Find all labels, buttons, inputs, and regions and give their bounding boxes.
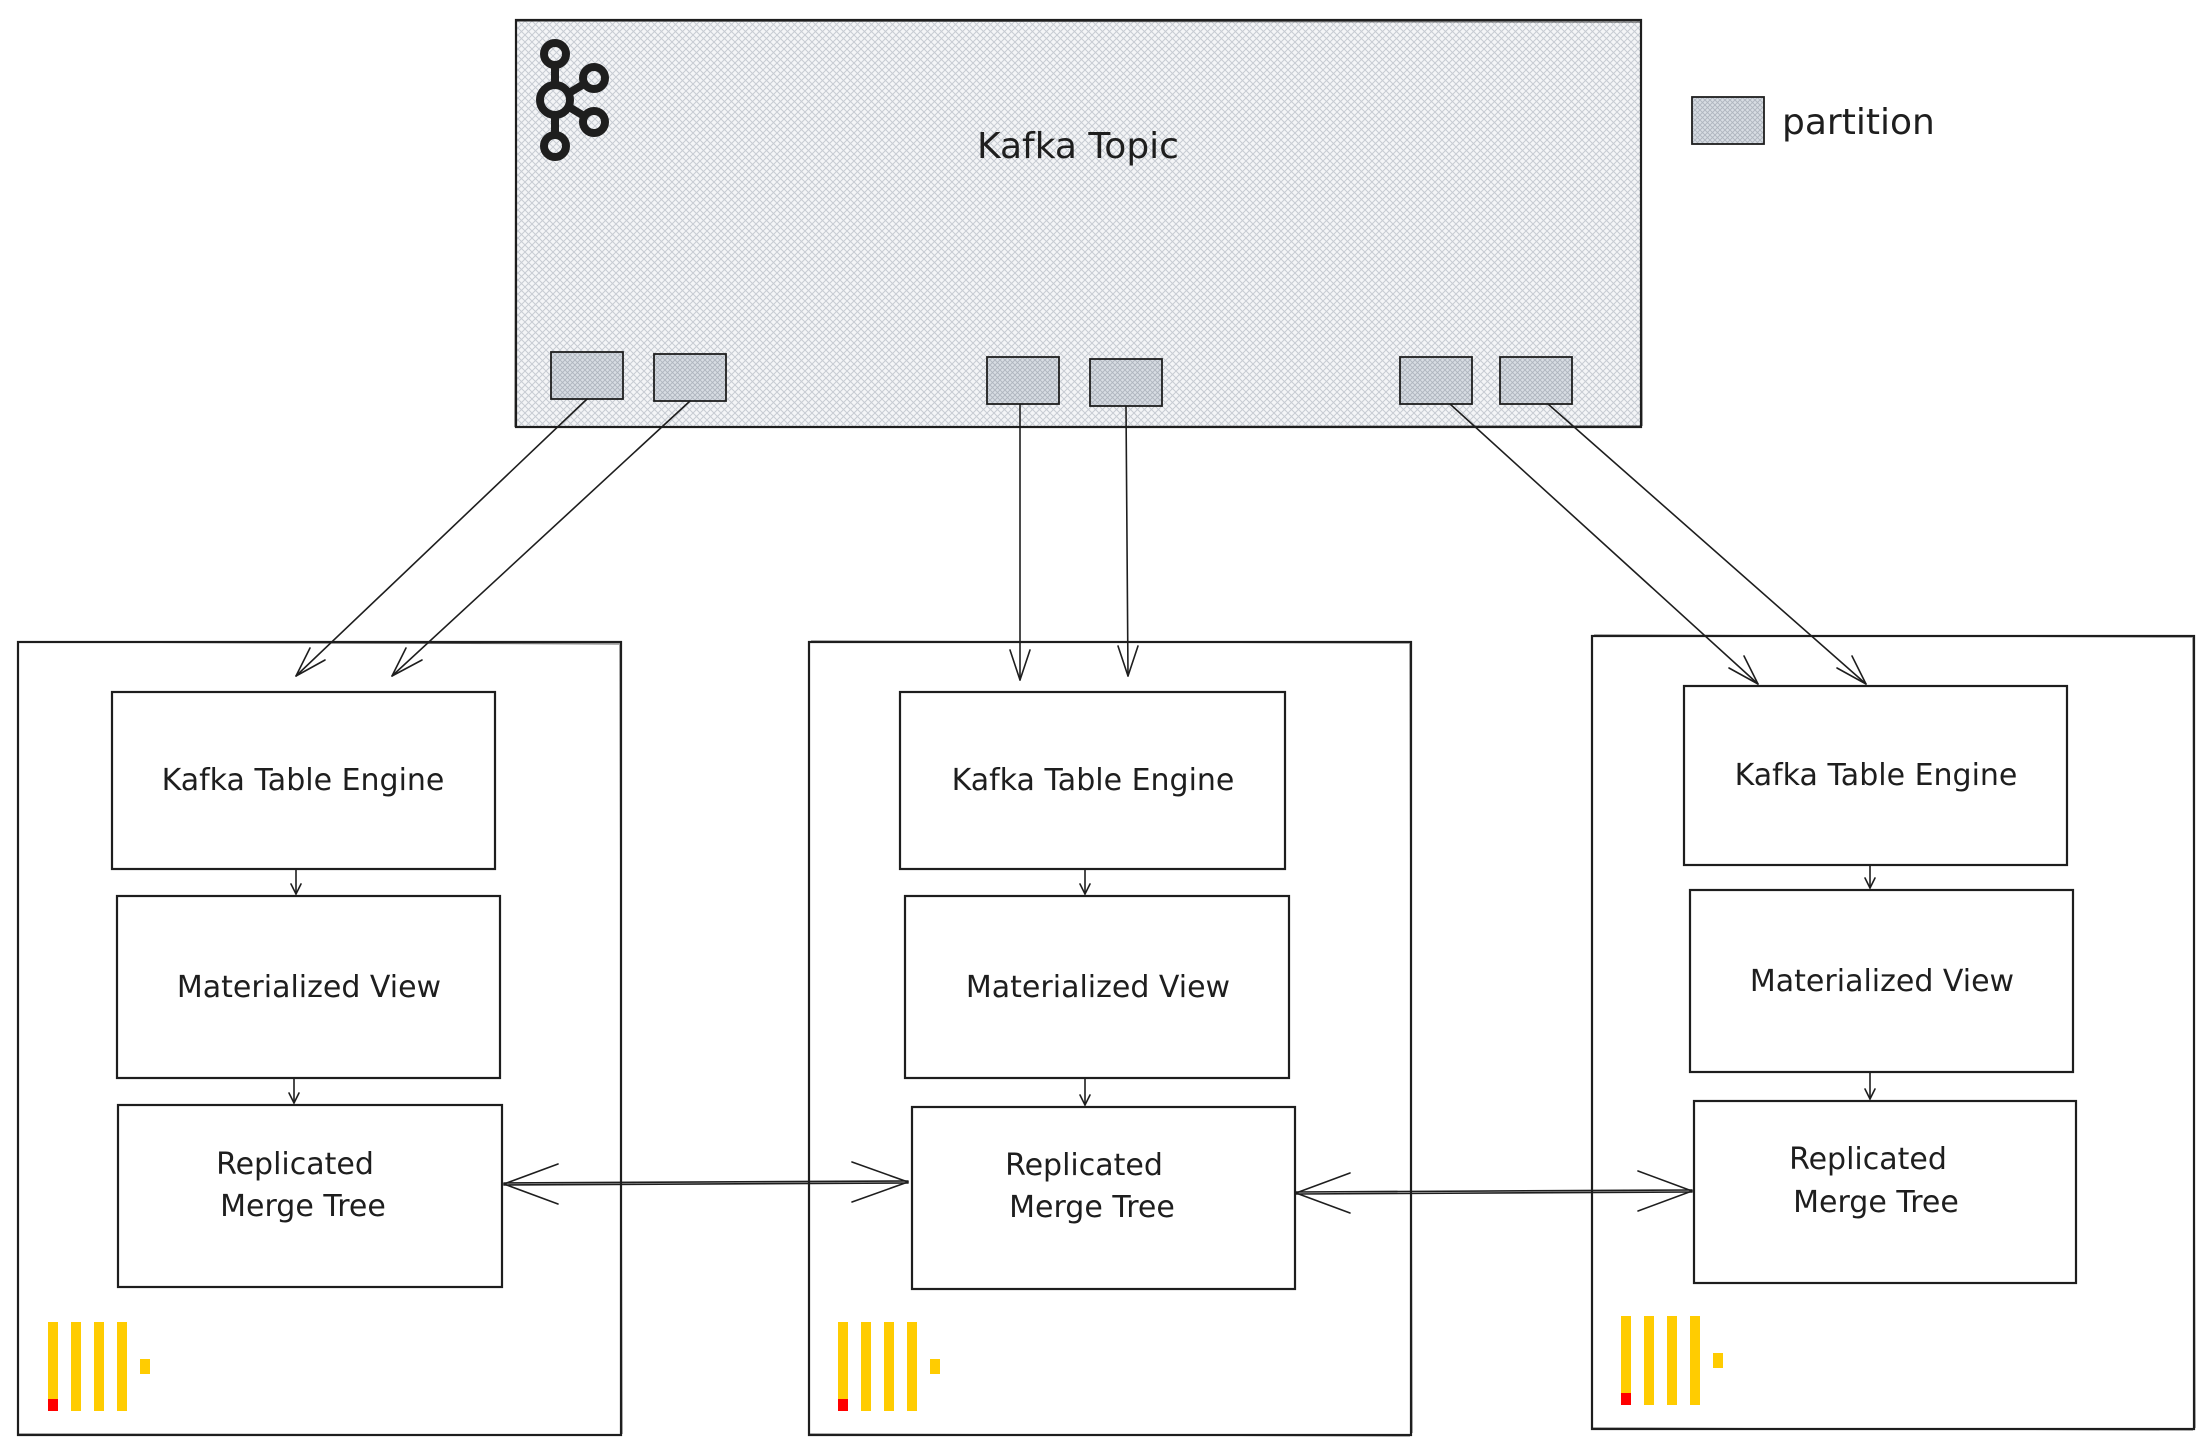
- kafka-logo-icon: [536, 39, 609, 161]
- node-2-replicated-merge-tree: [910, 1105, 1297, 1291]
- arrow-node-3-engine-to-view: [1864, 864, 1876, 889]
- arrow-replication-node-1-node-2: [503, 1161, 909, 1205]
- node-1-materialized-view-label: Materialized View: [177, 970, 441, 1005]
- node-2-materialized-view: [903, 894, 1291, 1080]
- node-2-kafka-table-engine-label: Kafka Table Engine: [952, 763, 1235, 798]
- partition-4: [1089, 358, 1163, 407]
- clickhouse-logo-icon: [48, 1322, 150, 1411]
- legend: partition: [1691, 96, 1935, 145]
- legend-partition-swatch: [1691, 96, 1765, 145]
- clickhouse-node-3: Kafka Table Engine Materialized View Rep…: [1590, 634, 2196, 1431]
- arrow-partition-3-to-node-2: [1009, 403, 1031, 681]
- arrow-partition-4-to-node-2: [1117, 405, 1139, 677]
- arrow-partition-2-to-node-1: [391, 400, 691, 677]
- partitions: [550, 351, 1573, 407]
- arrow-replication-node-2-node-3: [1295, 1170, 1693, 1214]
- node-3-rmt-line2: Merge Tree: [1793, 1185, 1959, 1220]
- kafka-topic: Kafka Topic: [514, 18, 1643, 429]
- connectors: [288, 398, 1876, 1214]
- node-3-materialized-view: [1688, 888, 2075, 1074]
- partition-5: [1399, 356, 1473, 405]
- node-1-replicated-merge-tree: [116, 1103, 504, 1289]
- arrow-node-2-engine-to-view: [1079, 868, 1091, 895]
- clickhouse-logo-icon: [838, 1322, 940, 1411]
- node-3-replicated-merge-tree: [1692, 1099, 2078, 1285]
- node-3-kafka-table-engine-label: Kafka Table Engine: [1735, 758, 2018, 793]
- arrow-node-1-engine-to-view: [290, 868, 302, 895]
- node-1-kafka-table-engine: [110, 690, 497, 871]
- clickhouse-node-2: Kafka Table Engine Materialized View Rep…: [807, 640, 1413, 1437]
- arrow-partition-6-to-node-3: [1547, 403, 1867, 685]
- node-1-rmt-line2: Merge Tree: [220, 1189, 386, 1224]
- node-1-rmt-line1: Replicated: [216, 1147, 374, 1182]
- partition-1: [550, 351, 624, 400]
- node-1-materialized-view: [115, 894, 502, 1080]
- arrow-partition-1-to-node-1: [295, 398, 588, 677]
- node-1-kafka-table-engine-label: Kafka Table Engine: [162, 763, 445, 798]
- kafka-topic-title: Kafka Topic: [977, 126, 1179, 167]
- node-3-materialized-view-label: Materialized View: [1750, 964, 2014, 999]
- clickhouse-logo-icon: [1621, 1316, 1723, 1405]
- partition-3: [986, 356, 1060, 405]
- clickhouse-node-1: Kafka Table Engine Materialized View Rep…: [16, 640, 623, 1437]
- node-2-materialized-view-label: Materialized View: [966, 970, 1230, 1005]
- node-2-rmt-line1: Replicated: [1005, 1148, 1163, 1183]
- arrow-node-3-view-to-rmt: [1864, 1071, 1876, 1100]
- arrow-node-1-view-to-rmt: [288, 1077, 300, 1104]
- node-2-kafka-table-engine: [898, 690, 1287, 871]
- partition-6: [1499, 356, 1573, 405]
- node-3-kafka-table-engine: [1682, 684, 2069, 867]
- partition-2: [653, 353, 727, 402]
- node-2-rmt-line2: Merge Tree: [1009, 1190, 1175, 1225]
- arrow-node-2-view-to-rmt: [1079, 1077, 1091, 1106]
- node-3-rmt-line1: Replicated: [1789, 1142, 1947, 1177]
- arrow-partition-5-to-node-3: [1449, 403, 1759, 685]
- legend-label: partition: [1782, 102, 1935, 143]
